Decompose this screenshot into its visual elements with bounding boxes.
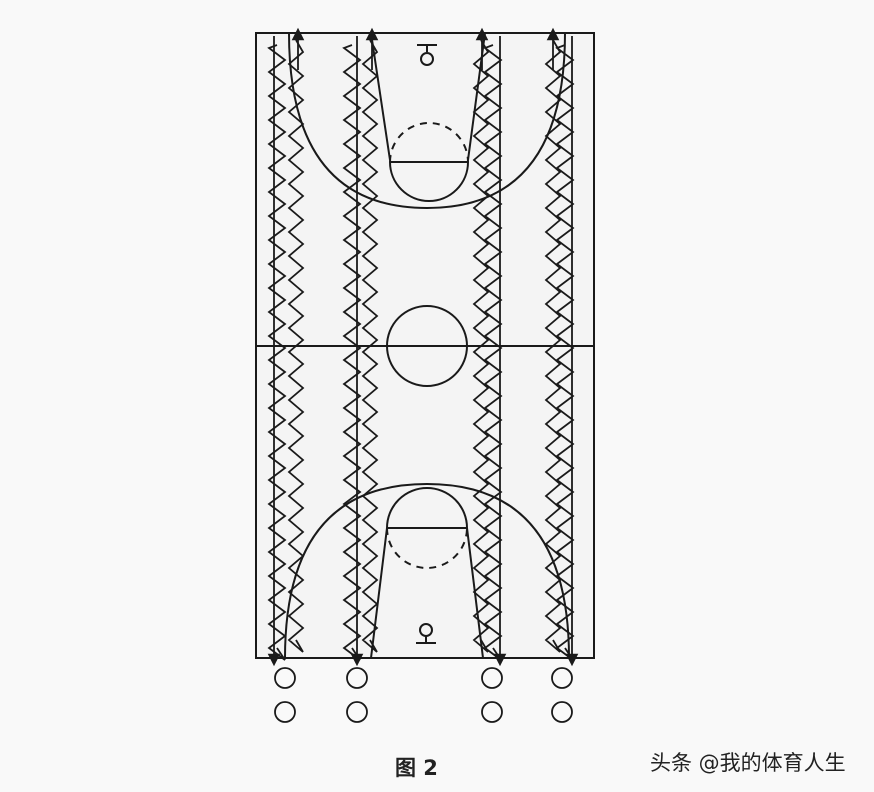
watermark: 头条 @我的体育人生 [650,751,846,775]
dribble-path [544,39,562,653]
dribble-path [555,44,575,661]
player-marker [346,701,368,723]
player-marker [481,701,503,723]
dribble-paths [267,27,579,667]
basket-bottom [416,623,436,644]
player-marker [481,667,503,689]
figure-caption: 图 2 [395,756,438,780]
free-throw-circle-bottom-dashed [386,527,468,569]
player-marker [346,667,368,689]
dribble-path [361,39,379,653]
free-throw-circle-top-solid [389,161,469,202]
dribble-path [287,39,305,653]
basket-top [417,44,437,66]
players [274,667,573,723]
dribble-path [472,39,490,653]
player-marker [551,667,573,689]
free-throw-circle-top-dashed [389,122,469,163]
dribble-path [483,44,503,661]
player-marker [274,701,296,723]
player-marker [274,667,296,689]
free-throw-circle-bottom-solid [386,487,468,529]
player-marker [551,701,573,723]
three-point-arc-bottom [284,482,570,659]
center-circle [386,305,468,387]
dribble-path [267,44,287,661]
